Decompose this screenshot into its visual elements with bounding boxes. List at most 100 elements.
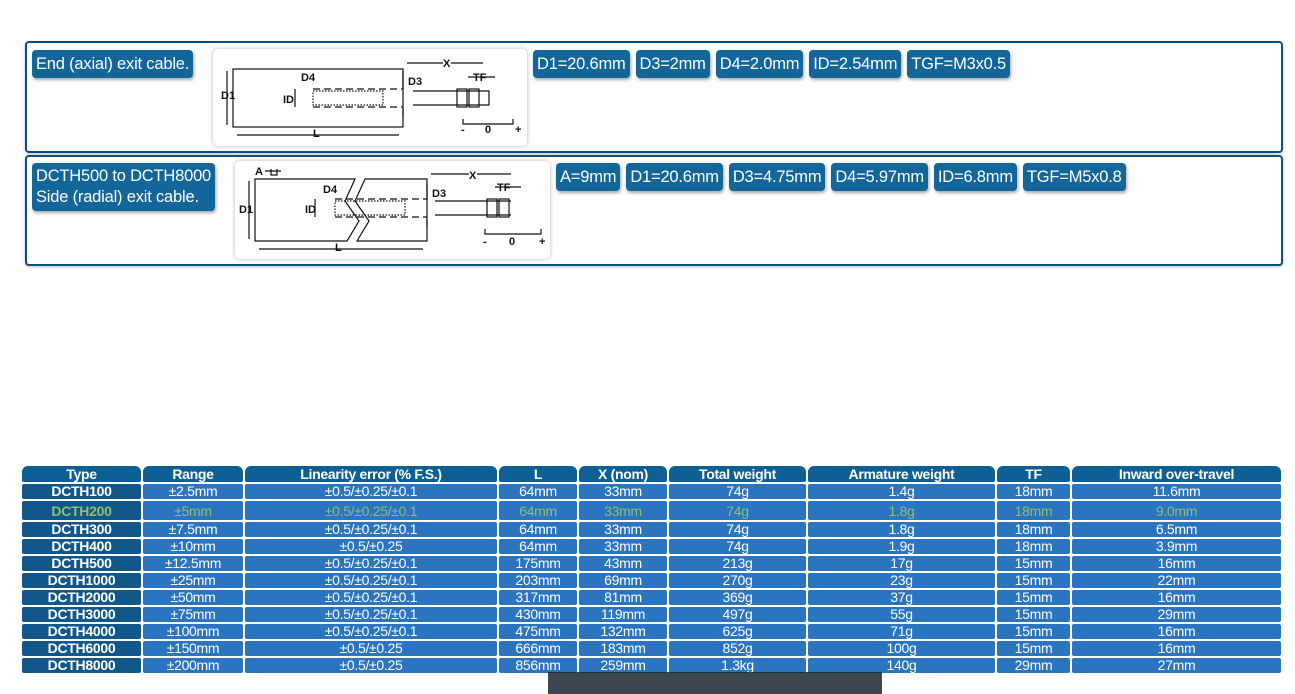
table-cell: ±0.5/±0.25	[245, 658, 497, 673]
table-cell: 1.8g	[808, 522, 995, 537]
svg-text:D4: D4	[323, 184, 338, 196]
table-cell: 1.3kg	[669, 658, 806, 673]
svg-text:TF: TF	[497, 182, 511, 194]
spec-badge: TGF=M5x0.8	[1022, 163, 1126, 191]
table-cell: 9.0mm	[1072, 501, 1281, 520]
type-cell: DCTH200	[22, 501, 141, 520]
spec-badge: D1=20.6mm	[626, 163, 723, 191]
table-cell: 175mm	[499, 556, 577, 571]
axial-exit-diagram: D1 D4 ID D3 X TF L - 0 +	[213, 49, 527, 146]
svg-text:D4: D4	[301, 72, 316, 84]
axial-exit-panel: End (axial) exit cable. D1 D4 ID D3 X TF…	[25, 41, 1283, 153]
svg-text:-: -	[483, 236, 487, 248]
type-cell: DCTH4000	[22, 624, 141, 639]
table-cell: 100g	[808, 641, 995, 656]
table-cell: 852g	[669, 641, 806, 656]
table-cell: 1.9g	[808, 539, 995, 554]
table-cell: ±0.5/±0.25/±0.1	[245, 556, 497, 571]
table-cell: 64mm	[499, 501, 577, 520]
table-cell: 666mm	[499, 641, 577, 656]
type-cell: DCTH6000	[22, 641, 141, 656]
table-cell: 183mm	[579, 641, 667, 656]
table-cell: 203mm	[499, 573, 577, 588]
spec-badge: D4=2.0mm	[715, 50, 804, 78]
table-cell: 140g	[808, 658, 995, 673]
table-cell: 15mm	[997, 624, 1070, 639]
svg-text:D3: D3	[408, 76, 422, 88]
table-cell: 259mm	[579, 658, 667, 673]
table-cell: 856mm	[499, 658, 577, 673]
spec-badge: ID=2.54mm	[809, 50, 902, 78]
spec-badge: D1=20.6mm	[533, 50, 630, 78]
column-header: Type	[22, 466, 141, 482]
watermark-overlay	[548, 672, 882, 694]
table-cell: 33mm	[579, 522, 667, 537]
table-cell: 497g	[669, 607, 806, 622]
column-header: Total weight	[669, 466, 806, 482]
table-cell: 74g	[669, 484, 806, 499]
table-cell: 16mm	[1072, 624, 1281, 639]
column-header: Linearity error (% F.S.)	[245, 466, 497, 482]
spec-badge: D3=4.75mm	[728, 163, 826, 191]
table-cell: 27mm	[1072, 658, 1281, 673]
table-cell: 475mm	[499, 624, 577, 639]
table-cell: 81mm	[579, 590, 667, 605]
table-cell: 317mm	[499, 590, 577, 605]
radial-label-line-1: DCTH500 to DCTH8000	[36, 167, 212, 185]
table-cell: 11.6mm	[1072, 484, 1281, 499]
column-header: Armature weight	[808, 466, 995, 482]
table-cell: 43mm	[579, 556, 667, 571]
column-header: Range	[143, 466, 243, 482]
svg-text:TF: TF	[473, 72, 487, 84]
table-cell: ±0.5/±0.25	[245, 539, 497, 554]
table-cell: ±0.5/±0.25/±0.1	[245, 522, 497, 537]
table-cell: 18mm	[997, 539, 1070, 554]
table-cell: 37g	[808, 590, 995, 605]
svg-text:X: X	[469, 170, 477, 182]
table-cell: ±0.5/±0.25	[245, 641, 497, 656]
table-cell: 213g	[669, 556, 806, 571]
table-cell: ±50mm	[143, 590, 243, 605]
table-cell: 17g	[808, 556, 995, 571]
table-cell: ±25mm	[143, 573, 243, 588]
table-cell: 33mm	[579, 539, 667, 554]
svg-text:+: +	[539, 236, 545, 248]
table-cell: 6.5mm	[1072, 522, 1281, 537]
table-cell: 33mm	[579, 484, 667, 499]
column-header: Inward over-travel	[1072, 466, 1281, 482]
table-cell: 29mm	[1072, 607, 1281, 622]
table-cell: 22mm	[1072, 573, 1281, 588]
table-cell: 430mm	[499, 607, 577, 622]
table-cell: ±12.5mm	[143, 556, 243, 571]
table-cell: 15mm	[997, 573, 1070, 588]
type-cell: DCTH400	[22, 539, 141, 554]
radial-spec-badges: A=9mm D1=20.6mm D3=4.75mm D4=5.97mm ID=6…	[556, 163, 1126, 191]
spec-badge: ID=6.8mm	[933, 163, 1017, 191]
spec-badge: D3=2mm	[635, 50, 710, 78]
table-cell: 18mm	[997, 522, 1070, 537]
svg-text:L: L	[313, 128, 320, 140]
svg-text:D1: D1	[239, 204, 253, 216]
svg-text:0: 0	[485, 124, 491, 136]
table-cell: ±0.5/±0.25/±0.1	[245, 573, 497, 588]
column-header: X (nom)	[579, 466, 667, 482]
svg-text:D1: D1	[221, 90, 235, 102]
table-cell: ±0.5/±0.25/±0.1	[245, 607, 497, 622]
table-cell: 1.8g	[808, 501, 995, 520]
table-cell: 33mm	[579, 501, 667, 520]
table-cell: 69mm	[579, 573, 667, 588]
table-cell: 74g	[669, 539, 806, 554]
type-cell: DCTH8000	[22, 658, 141, 673]
svg-text:-: -	[461, 124, 465, 136]
table-cell: ±0.5/±0.25/±0.1	[245, 484, 497, 499]
column-header: TF	[997, 466, 1070, 482]
axial-spec-badges: D1=20.6mm D3=2mm D4=2.0mm ID=2.54mm TGF=…	[533, 50, 1010, 78]
table-cell: 270g	[669, 573, 806, 588]
table-cell: ±10mm	[143, 539, 243, 554]
table-cell: 1.4g	[808, 484, 995, 499]
